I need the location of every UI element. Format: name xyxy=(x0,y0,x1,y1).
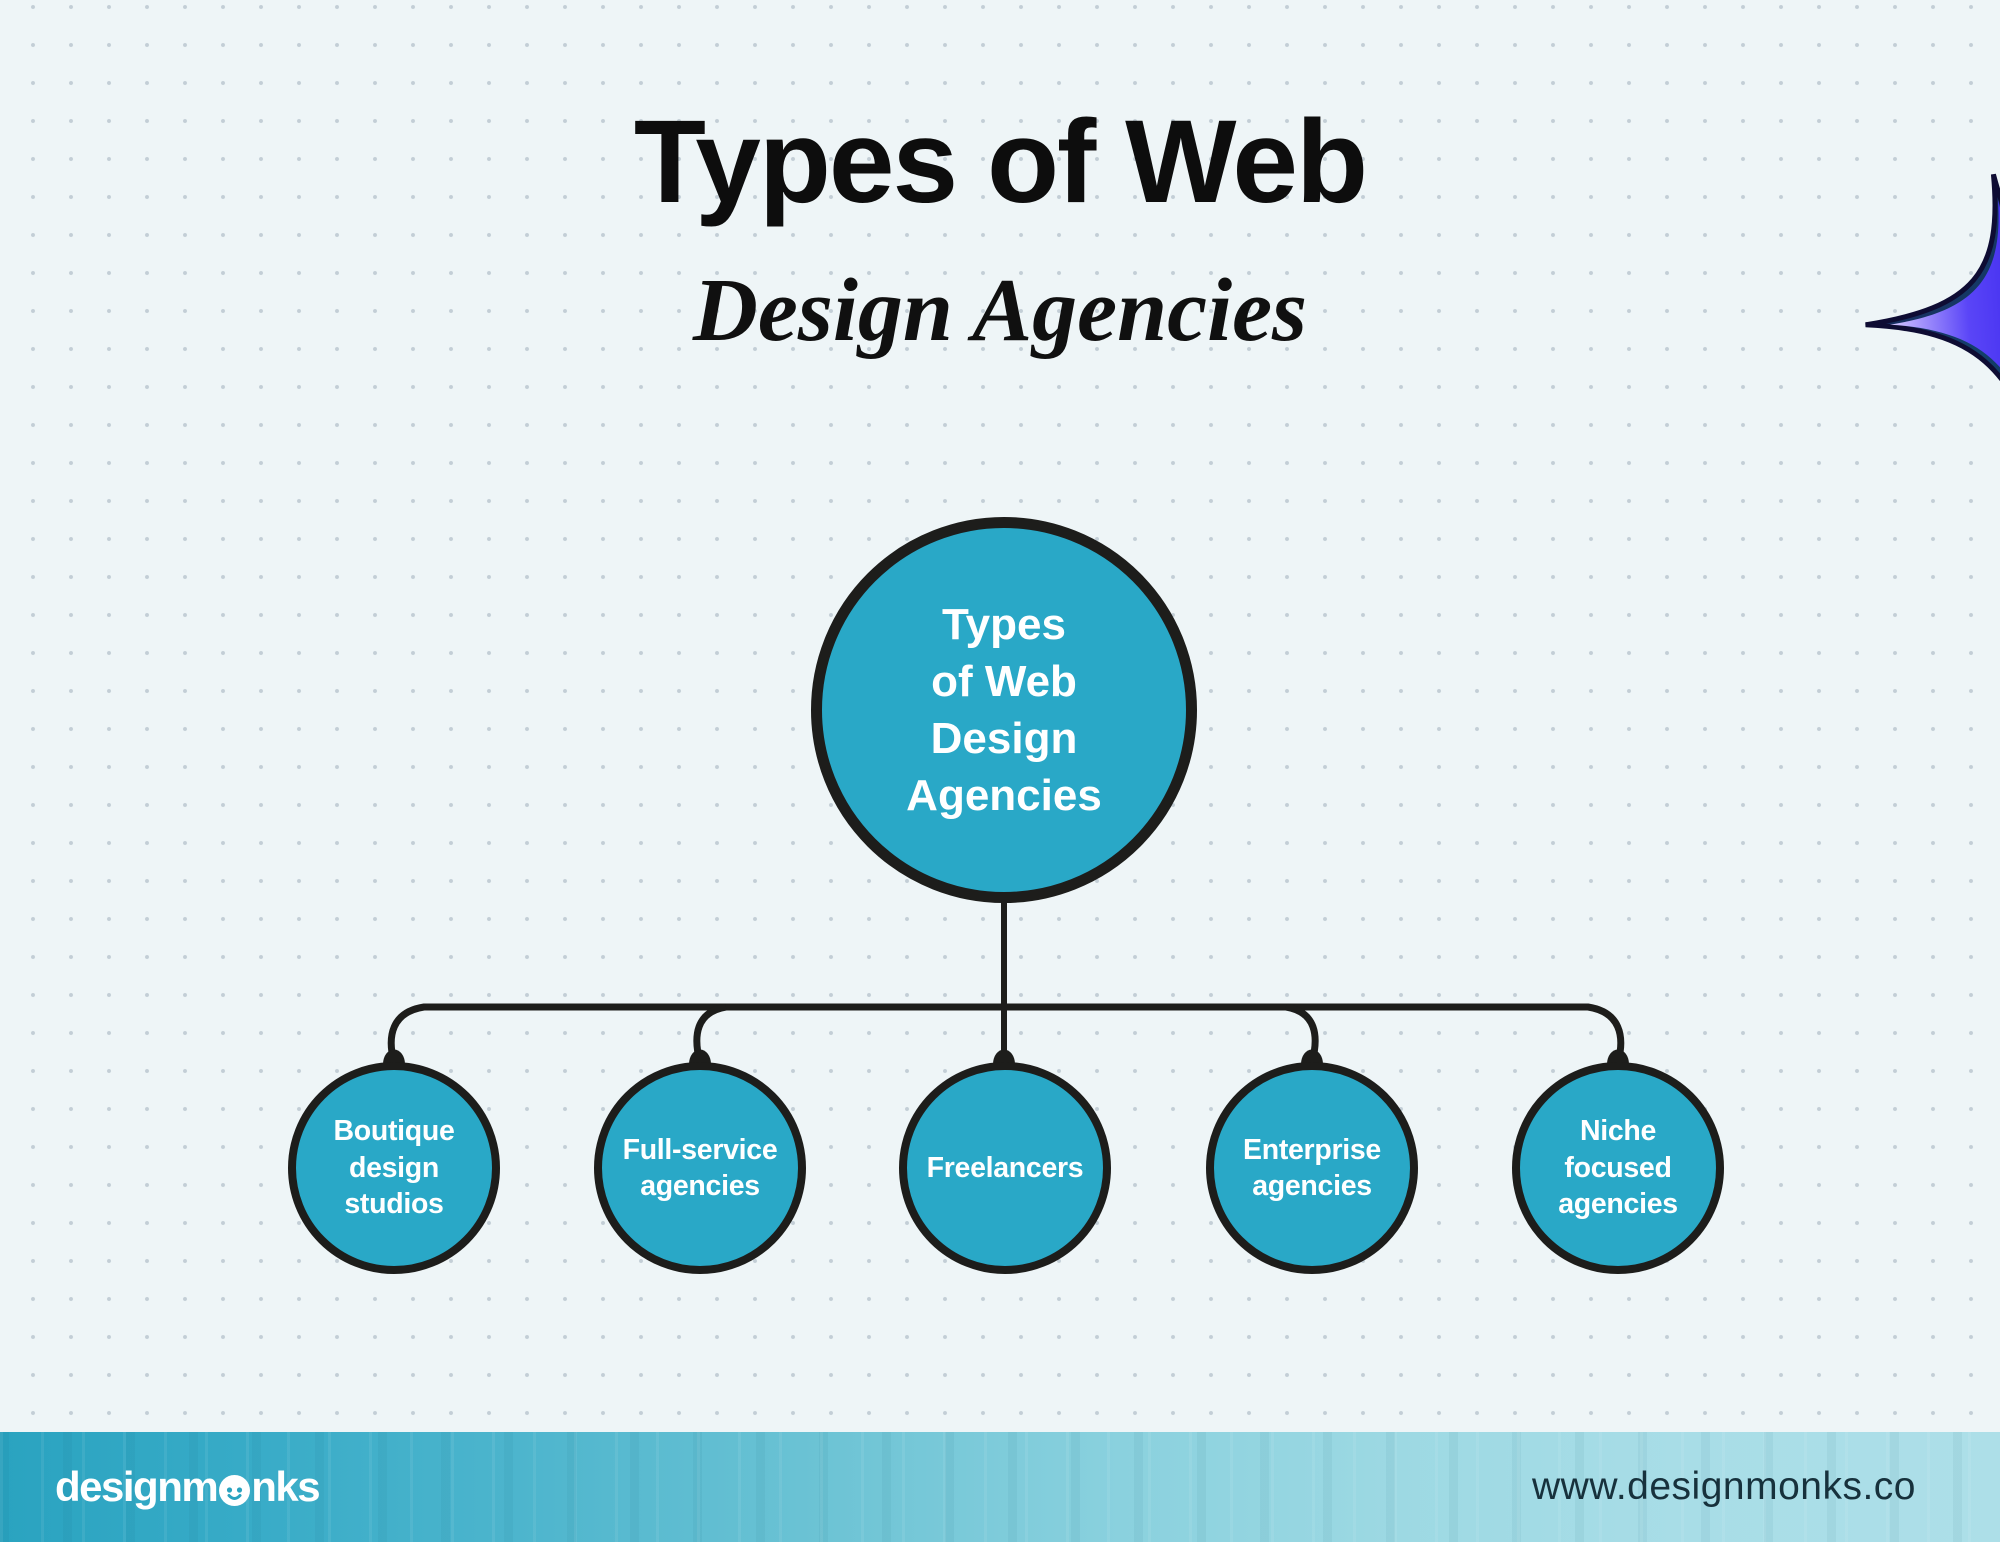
footer-bar: designm nks www.designmonks.co xyxy=(0,1432,2000,1542)
monk-face-icon xyxy=(219,1474,251,1506)
child-node-freelancers: Freelancers xyxy=(899,1062,1111,1274)
child-node-label: Enterprise agencies xyxy=(1243,1133,1381,1202)
child-node-full-service-agencies: Full-service agencies xyxy=(594,1062,806,1274)
footer-url: www.designmonks.co xyxy=(1532,1465,1916,1508)
child-node-label: Full-service agencies xyxy=(622,1133,778,1202)
designmonks-logo: designm nks xyxy=(55,1463,321,1511)
page-title: Types of Web xyxy=(633,96,1368,228)
child-node-enterprise-agencies: Enterprise agencies xyxy=(1206,1062,1418,1274)
root-node-label: Types of Web Design Agencies xyxy=(906,599,1102,821)
logo-text-right: nks xyxy=(251,1463,320,1510)
child-node-label: Niche focused agencies xyxy=(1558,1115,1678,1221)
root-node-types-of-web-design-agencies: Types of Web Design Agencies xyxy=(811,517,1197,903)
logo-text-left: designm xyxy=(55,1463,219,1510)
child-node-label: Freelancers xyxy=(926,1151,1084,1184)
page-subtitle: Design Agencies xyxy=(692,261,1308,360)
sparkle-icon xyxy=(1865,173,2000,481)
child-node-niche-focused-agencies: Niche focused agencies xyxy=(1512,1062,1724,1274)
child-node-boutique-design-studios: Boutique design studios xyxy=(288,1062,500,1274)
child-node-label: Boutique design studios xyxy=(333,1115,455,1221)
